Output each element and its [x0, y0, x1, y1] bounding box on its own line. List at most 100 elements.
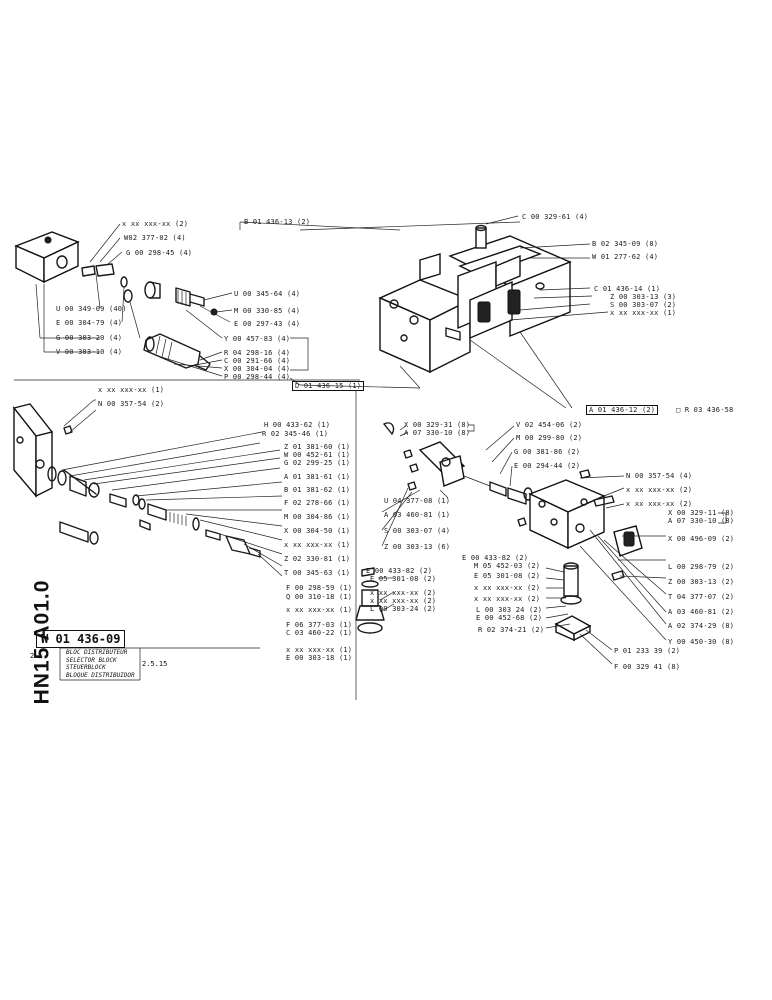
part-callout: T 00 345-63 (1)	[284, 569, 351, 577]
part-callout: Y 00 457-83 (4)	[224, 335, 291, 343]
part-callout: Z 01 381-60 (1)	[284, 443, 351, 451]
solenoid-cover-part	[383, 422, 533, 527]
part-callout: x xx xxx-xx (1)	[610, 309, 677, 317]
part-callout: S 00 303-07 (2)	[610, 301, 677, 309]
title-block: BLOC DISTRIBUTEUR SELECTOR BLOCK STEUERB…	[66, 649, 135, 679]
part-callout: E 00 303-18 (1)	[286, 654, 353, 662]
cover-plate-part	[554, 562, 592, 642]
mid-left-leader-lines	[61, 399, 283, 577]
part-callout: M 00 330-85 (4)	[234, 307, 301, 315]
part-callout: F 00 298-59 (1)	[286, 584, 353, 592]
part-callout: x xx xxx-xx (2)	[370, 597, 437, 605]
part-callout: E 00 433-82 (2)	[462, 554, 529, 562]
part-callout: D 01 436-15 (1)	[292, 381, 365, 391]
part-callout: U 04 377-08 (1)	[384, 497, 451, 505]
part-callout: E 00 297-43 (4)	[234, 320, 301, 328]
part-callout: A 07 330-10 (8)	[404, 429, 471, 437]
right-block-part	[528, 469, 643, 581]
part-callout: M 00 299-80 (2)	[516, 434, 583, 442]
part-callout: X 00 304-04 (4)	[224, 365, 291, 373]
revision-mark: 2 %	[30, 652, 43, 660]
part-callout: M 05 452-03 (2)	[474, 562, 541, 570]
part-callout: P 01 233 39 (2)	[614, 647, 681, 655]
part-callout: T 04 377-07 (2)	[668, 593, 735, 601]
part-callout: x xx xxx-xx (1)	[286, 606, 353, 614]
main-block-part	[12, 403, 73, 498]
part-callout: A 02 374-29 (8)	[668, 622, 735, 630]
part-callout: E 00 304-79 (4)	[56, 319, 123, 327]
part-callout: B 01 436-13 (2)	[244, 218, 311, 226]
title-fr: BLOC DISTRIBUTEUR	[66, 649, 128, 656]
title-en: SELECTOR BLOCK	[66, 656, 117, 664]
part-callout: x xx xxx-xx (2)	[474, 584, 541, 592]
part-callout: x xx xxx-xx (2)	[626, 486, 693, 494]
check-valve-parts	[355, 567, 395, 634]
part-callout: W02 377-02 (4)	[124, 234, 186, 242]
part-callout: G 00 303-20 (4)	[56, 334, 123, 342]
part-callout: H 00 433-62 (1)	[264, 421, 331, 429]
part-callout: x xx xxx-xx (1)	[284, 541, 351, 549]
part-callout: Z 00 303-13 (3)	[610, 293, 677, 301]
part-callout: F 06 377-03 (1)	[286, 621, 353, 629]
part-callout: C 01 436-14 (1)	[594, 285, 661, 293]
title-de: STEUERBLOCK	[66, 664, 106, 672]
part-callout: x xx xxx-xx (2)	[122, 220, 189, 228]
part-callout: G 00 381-86 (2)	[514, 448, 581, 456]
part-callout: A 03 460-81 (1)	[384, 511, 451, 519]
title-block-lines	[14, 379, 360, 681]
part-callout: G 00 298-45 (4)	[126, 249, 193, 257]
title-es: BLOQUE DISTRIBUIDOR	[66, 671, 135, 679]
part-callout: x xx xxx-xx (1)	[286, 646, 353, 654]
part-callout: C 00 329-61 (4)	[522, 213, 589, 221]
part-callout: G 02 299-25 (1)	[284, 459, 351, 467]
small-block-part	[14, 231, 80, 284]
part-callout: A 03 460-81 (2)	[668, 608, 735, 616]
part-callout: □ R 03 436-58	[676, 406, 733, 414]
part-callout: C 00 291-66 (4)	[224, 357, 291, 365]
valve-stack-assembly	[239, 215, 609, 700]
part-callout: M 00 304-86 (1)	[284, 513, 351, 521]
part-callout: L 00 303-24 (2)	[370, 605, 437, 613]
part-callout: x xx xxx-xx (2)	[370, 589, 437, 597]
part-callout: E 05 301-08 (2)	[370, 575, 437, 583]
sheet-number: 2.5.15	[142, 660, 168, 668]
part-callout: E 00 294-44 (2)	[514, 462, 581, 470]
top-left-leader-lines	[35, 223, 309, 377]
part-callout: E 00 433-82 (2)	[366, 567, 433, 575]
part-callout: C 03 460-22 (1)	[286, 629, 353, 637]
part-callout: x xx xxx-xx (1)	[98, 386, 165, 394]
part-callout-text: R 03 436-58	[684, 406, 734, 414]
part-callout: W 01 277-62 (4)	[592, 253, 659, 261]
part-callout: Z 00 303-13 (2)	[668, 578, 735, 586]
part-callout: X 00 329-11 (8)	[668, 509, 735, 517]
part-callout: E 00 452-68 (2)	[476, 614, 543, 622]
part-callout: L 00 298-79 (2)	[668, 563, 735, 571]
part-callout: Z 00 303-13 (6)	[384, 543, 451, 551]
part-callout: E 05 301-08 (2)	[474, 572, 541, 580]
part-callout: F 02 278-66 (1)	[284, 499, 351, 507]
part-callout: N 00 357-54 (2)	[98, 400, 165, 408]
part-callout: Z 02 330-81 (1)	[284, 555, 351, 563]
part-callout: V 02 454-06 (2)	[516, 421, 583, 429]
part-callout: P 00 298-44 (4)	[224, 373, 291, 381]
part-callout: V 00 303-10 (4)	[56, 348, 123, 356]
part-callout: S 00 303-07 (4)	[384, 527, 451, 535]
part-callout: A 07 330-10 (8)	[668, 517, 735, 525]
part-callout: L 00 303 24 (2)	[476, 606, 543, 614]
square-marker-icon: □	[676, 406, 681, 414]
part-callout: Q 00 310-18 (1)	[286, 593, 353, 601]
part-callout: R 02 374-21 (2)	[478, 626, 545, 634]
part-callout: B 02 345-09 (8)	[592, 240, 659, 248]
part-callout: R 02 345-46 (1)	[262, 430, 329, 438]
part-callout: x xx xxx-xx (2)	[474, 595, 541, 603]
mid-right-leader-lines	[381, 424, 727, 665]
part-callout: X 00 304-50 (1)	[284, 527, 351, 535]
part-callout: Y 00 450-30 (8)	[668, 638, 735, 646]
part-callout: U 00 349-09 (40)	[56, 305, 127, 313]
cartridge-valve	[143, 333, 211, 371]
part-callout: W 00 452-61 (1)	[284, 451, 351, 459]
part-callout: A 01 381-61 (1)	[284, 473, 351, 481]
part-callout: X 00 329-31 (8)	[404, 421, 471, 429]
